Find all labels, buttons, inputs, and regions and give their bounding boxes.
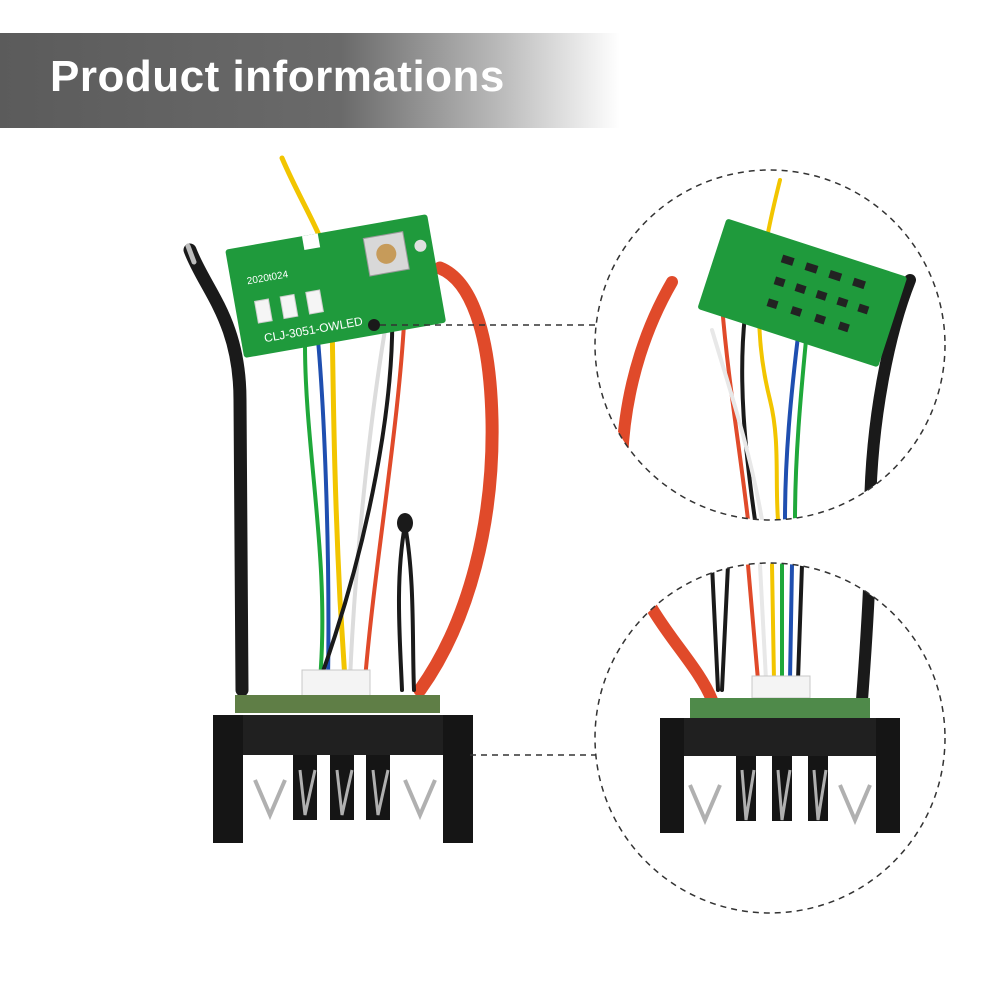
led-pcb: 2020t024 CLJ-3051-OWLED bbox=[225, 214, 446, 358]
base-pcb bbox=[235, 695, 440, 713]
zoom-circle-top-border bbox=[594, 169, 946, 521]
banner-title: Product informations bbox=[50, 52, 505, 101]
thermistor-wire bbox=[396, 523, 416, 692]
blue-wire bbox=[316, 338, 331, 682]
black-wire bbox=[183, 243, 249, 697]
zoom-circle-bottom-border bbox=[594, 562, 946, 914]
white-wire bbox=[348, 328, 387, 682]
red-wire bbox=[413, 261, 499, 697]
callout-dot-top bbox=[368, 319, 380, 331]
zoom-circle-top bbox=[595, 170, 945, 520]
zoom-circle-bottom bbox=[595, 563, 945, 913]
title-banner bbox=[0, 33, 620, 128]
green-wire bbox=[303, 343, 325, 682]
main-assembly: 2020t024 CLJ-3051-OWLED bbox=[183, 155, 499, 843]
terminal-housing bbox=[213, 715, 473, 843]
